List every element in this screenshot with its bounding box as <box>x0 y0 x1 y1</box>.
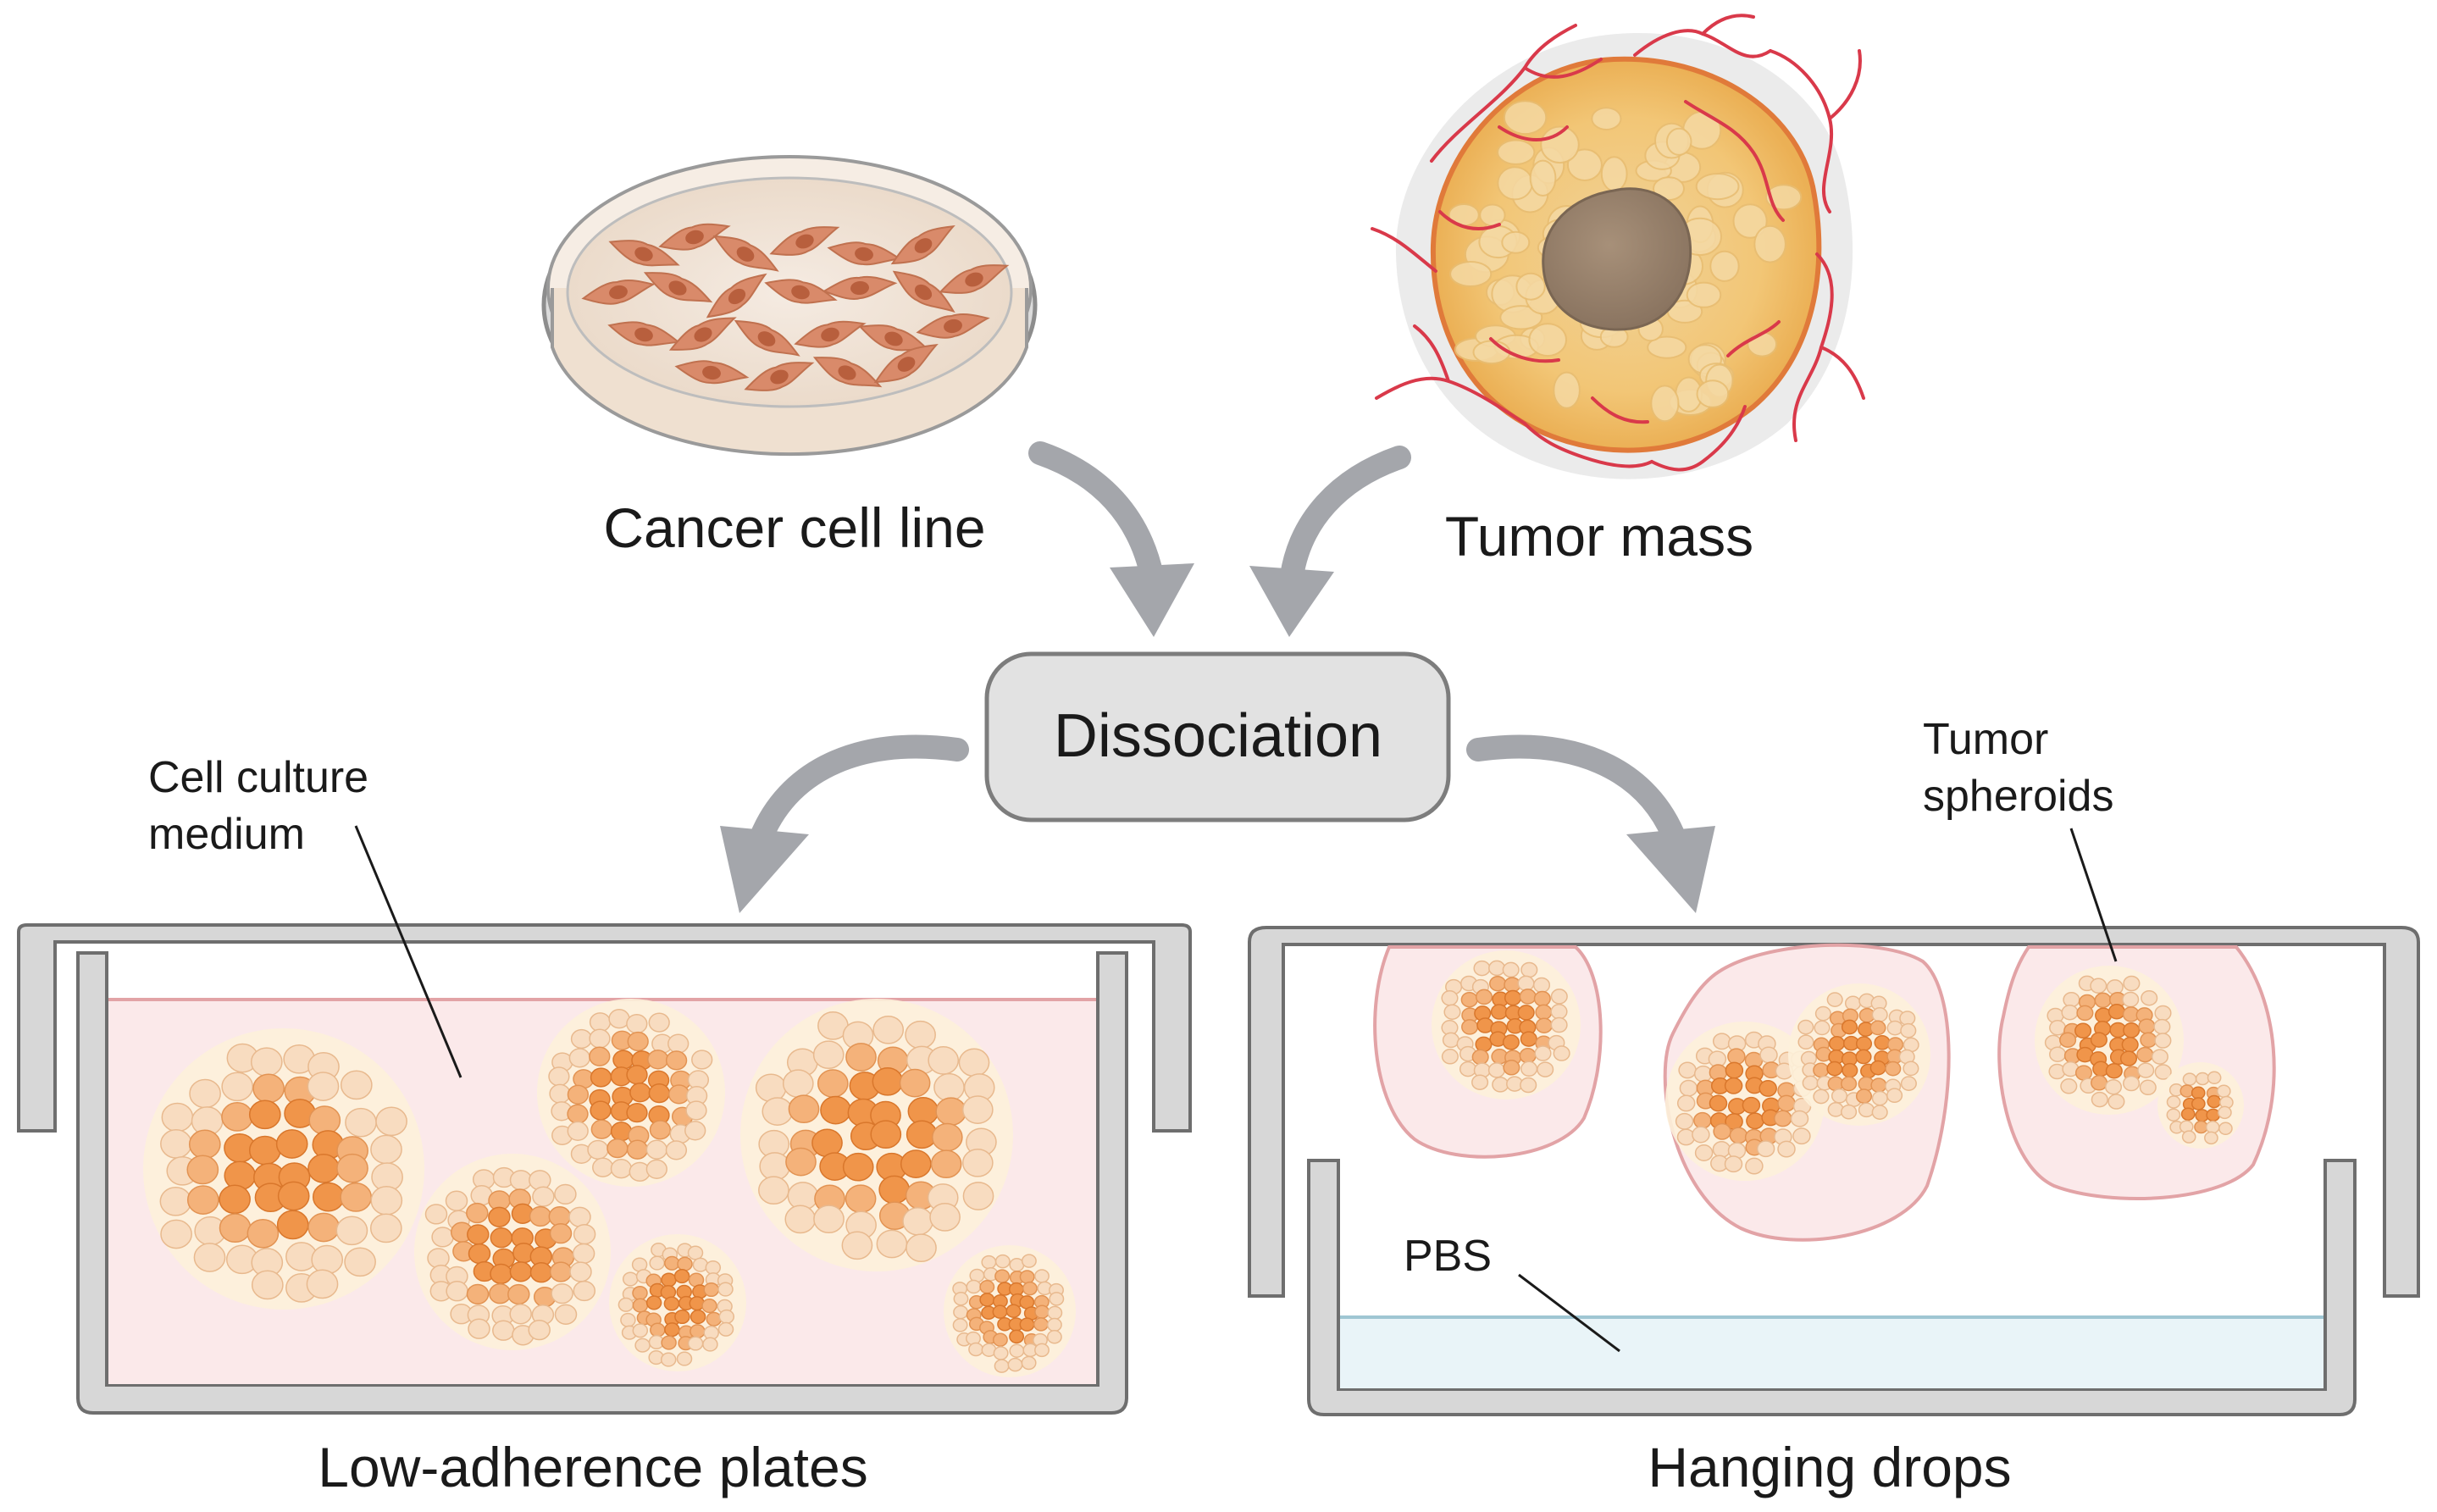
adherent-cell <box>916 313 990 339</box>
tumor-cell <box>1764 184 1803 211</box>
tumor-cell <box>1591 107 1622 131</box>
hanging-drops-label: Hanging drops <box>1648 1436 2011 1498</box>
adherent-cell <box>858 324 930 352</box>
left-spheroids <box>143 999 1076 1377</box>
adherent-cell <box>734 319 800 357</box>
cancer-cell-line-label: Cancer cell line <box>603 496 985 559</box>
spheroid <box>537 999 725 1187</box>
tumor-cell <box>1665 127 1692 156</box>
callout-cell-culture-line1: Cell culture <box>148 753 368 802</box>
arrow-to-hanging-drops <box>1466 734 1715 913</box>
callout-line-pbs <box>1518 1273 1620 1353</box>
adherent-cell <box>608 240 680 267</box>
tumor-cell <box>1647 335 1687 359</box>
petri-dish-illustration <box>541 155 1038 457</box>
tumor-cell <box>1479 203 1506 227</box>
tumor-spheroids-callout: Tumor spheroids <box>1923 715 2118 962</box>
tumor-cell <box>1709 250 1740 282</box>
tumor-cell <box>1497 139 1536 165</box>
tumor-cell <box>1686 281 1722 308</box>
tumor-mass-illustration <box>1371 14 1865 479</box>
adherent-cell <box>764 279 838 304</box>
tumor-mass-label: Tumor mass <box>1445 505 1753 568</box>
adherent-cell <box>892 270 955 313</box>
adherent-cell <box>643 272 713 303</box>
pbs-callout: PBS <box>1404 1232 1620 1353</box>
dissociation-label: Dissociation <box>1054 702 1382 770</box>
arrow-cell-line-to-dissociation <box>1028 441 1194 637</box>
adherent-cell <box>706 273 767 318</box>
arrow-tumor-to-dissociation <box>1249 446 1411 637</box>
right-spheroids <box>1432 950 2244 1181</box>
adherent-cell <box>939 264 1010 294</box>
spheroid <box>609 1234 746 1371</box>
tumor-cell <box>1528 323 1567 357</box>
tumor-cell <box>1747 331 1778 357</box>
callout-line-medium <box>354 825 462 1078</box>
cell-culture-medium-callout: Cell culture medium <box>148 753 462 1078</box>
spheroid <box>740 999 1013 1271</box>
callout-tumor-line2: spheroids <box>1923 772 2113 821</box>
callout-line-spheroids <box>2069 828 2118 962</box>
spheroid <box>2035 966 2184 1115</box>
tumor-cell <box>1732 203 1768 239</box>
adherent-cell <box>812 357 883 388</box>
adherent-cell <box>712 235 779 272</box>
tumor-cell <box>1515 272 1546 301</box>
pbs-label: PBS <box>1404 1232 1492 1281</box>
spheroid <box>414 1154 611 1350</box>
tumor-cell <box>1553 371 1581 409</box>
tumor-cell <box>1600 156 1628 192</box>
low-adherence-plates-label: Low-adherence plates <box>318 1436 867 1498</box>
adherent-cell <box>658 223 731 251</box>
tumor-cell <box>1529 159 1557 197</box>
tumor-cell <box>1501 230 1531 254</box>
arrow-to-low-adherence-plates <box>720 734 969 913</box>
low-adherence-plate <box>17 923 1192 1415</box>
pbs-liquid <box>1340 1317 2323 1388</box>
adherent-cell <box>890 225 955 265</box>
tumor-cell <box>1753 224 1786 263</box>
hanging-drop-plate <box>1248 926 2420 1416</box>
tumor-cell <box>1503 100 1548 136</box>
adherent-cell <box>794 320 867 348</box>
adherent-cells <box>581 223 1010 391</box>
adherent-cell <box>769 226 840 256</box>
spheroid <box>1665 1022 1825 1181</box>
tumor-cell <box>1650 385 1680 423</box>
adherent-cell <box>581 279 656 305</box>
adherent-cell <box>873 344 939 384</box>
blood-vessels <box>1371 14 1865 472</box>
tumor-cell <box>1449 261 1493 287</box>
dissociation-box: Dissociation <box>984 651 1451 822</box>
tumor-cell <box>1499 305 1543 330</box>
adherent-cell <box>822 275 898 301</box>
spheroid <box>1432 950 1581 1099</box>
tumor-cell <box>1540 125 1580 164</box>
adherent-cell <box>827 241 902 266</box>
tumor-cell <box>1696 379 1730 408</box>
tumor-cell <box>1497 166 1533 201</box>
tumor-cell <box>1566 148 1603 181</box>
callout-cell-culture-line2: medium <box>148 810 305 859</box>
tumor-cell <box>1695 173 1740 201</box>
arrows <box>720 441 1715 913</box>
spheroid <box>2157 1062 2244 1149</box>
adherent-cell <box>744 362 815 391</box>
spheroid <box>143 1028 424 1310</box>
tumor-cell <box>1472 340 1511 365</box>
callout-tumor-line1: Tumor <box>1923 715 2048 764</box>
spheroid <box>944 1245 1076 1377</box>
spheroid <box>1788 983 1930 1126</box>
adherent-cell <box>668 317 737 351</box>
adherent-cell <box>674 360 750 385</box>
